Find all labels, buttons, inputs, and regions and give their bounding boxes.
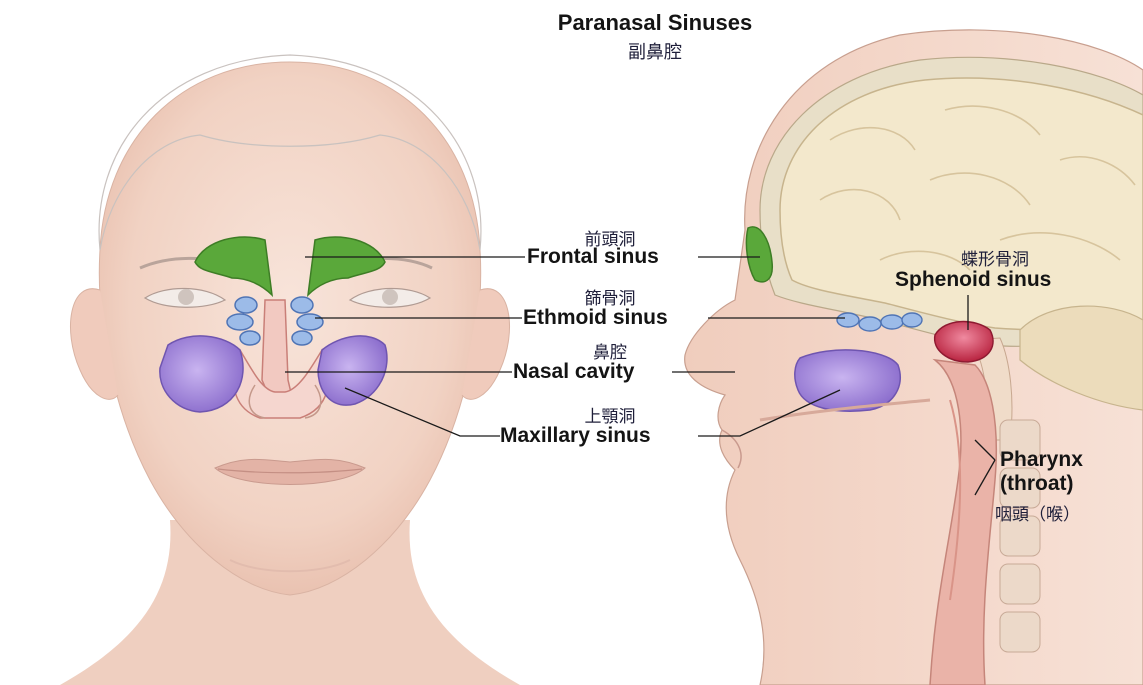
side-head bbox=[685, 30, 1143, 685]
ethmoid-sinus-label: Ethmoid sinus bbox=[523, 306, 668, 330]
sphenoid-sinus-label: Sphenoid sinus bbox=[895, 268, 1051, 292]
maxillary-sinus-label: Maxillary sinus bbox=[500, 424, 651, 448]
front-face bbox=[60, 55, 520, 685]
maxillary-sinus-side bbox=[795, 350, 900, 411]
sphenoid-sinus-label-chinese: 蝶形骨洞 bbox=[935, 245, 1055, 270]
nasal-cavity-label: Nasal cavity bbox=[513, 360, 634, 384]
maxillary-sinus-front bbox=[160, 336, 243, 412]
diagram-title-chinese: 副鼻腔 bbox=[560, 38, 750, 64]
frontal-sinus-label: Frontal sinus bbox=[527, 245, 659, 269]
pharynx-label-throat: (throat) bbox=[1000, 472, 1073, 496]
diagram-title: Paranasal Sinuses bbox=[500, 10, 810, 36]
pharynx-label-chinese: 咽頭（喉） bbox=[995, 500, 1080, 525]
pharynx-label: Pharynx bbox=[1000, 448, 1083, 472]
